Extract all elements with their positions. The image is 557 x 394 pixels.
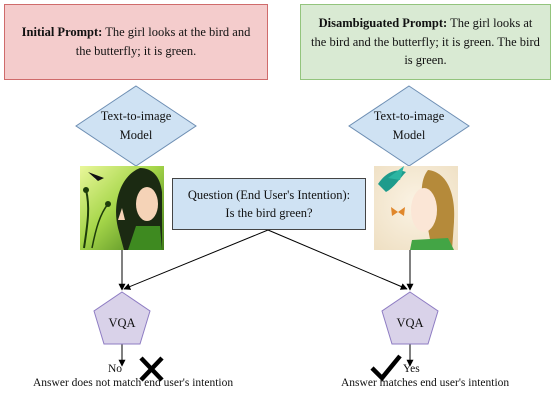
question-line-2: Is the bird green? [225,206,313,220]
question-box: Question (End User's Intention): Is the … [172,178,366,230]
question-to-right-vqa-arrow [267,229,408,290]
cross-icon [139,356,164,382]
disambiguated-prompt-box: Disambiguated Prompt: The girl looks at … [300,4,551,80]
left-vqa-pentagon [93,291,151,345]
disambiguated-prompt-label: Disambiguated Prompt: [318,15,448,30]
right-answer: Yes [403,363,420,375]
right-vqa-label: VQA [396,316,424,330]
left-caption: Answer does not match end user's intenti… [33,377,234,389]
left-generated-image [80,166,164,250]
initial-prompt-label: Initial Prompt: [21,25,103,40]
left-answer: No [108,363,123,375]
right-vqa-pentagon [381,291,439,345]
initial-prompt-text: The girl looks at the bird and the butte… [75,25,251,58]
right-caption: Answer matches end user's intention [341,377,510,389]
question-line-1: Question (End User's Intention): [187,187,351,202]
left-t2i-label: Text-to-image Model [100,109,172,142]
initial-prompt-box: Initial Prompt: The girl looks at the bi… [4,4,268,80]
right-generated-image [374,166,458,250]
left-vqa-label: VQA [108,316,136,330]
disambiguated-prompt-text: The girl looks at the bird and the butte… [311,15,540,68]
check-icon [370,354,402,382]
right-t2i-label: Text-to-image Model [373,109,445,142]
question-to-left-vqa-arrow [123,229,269,290]
